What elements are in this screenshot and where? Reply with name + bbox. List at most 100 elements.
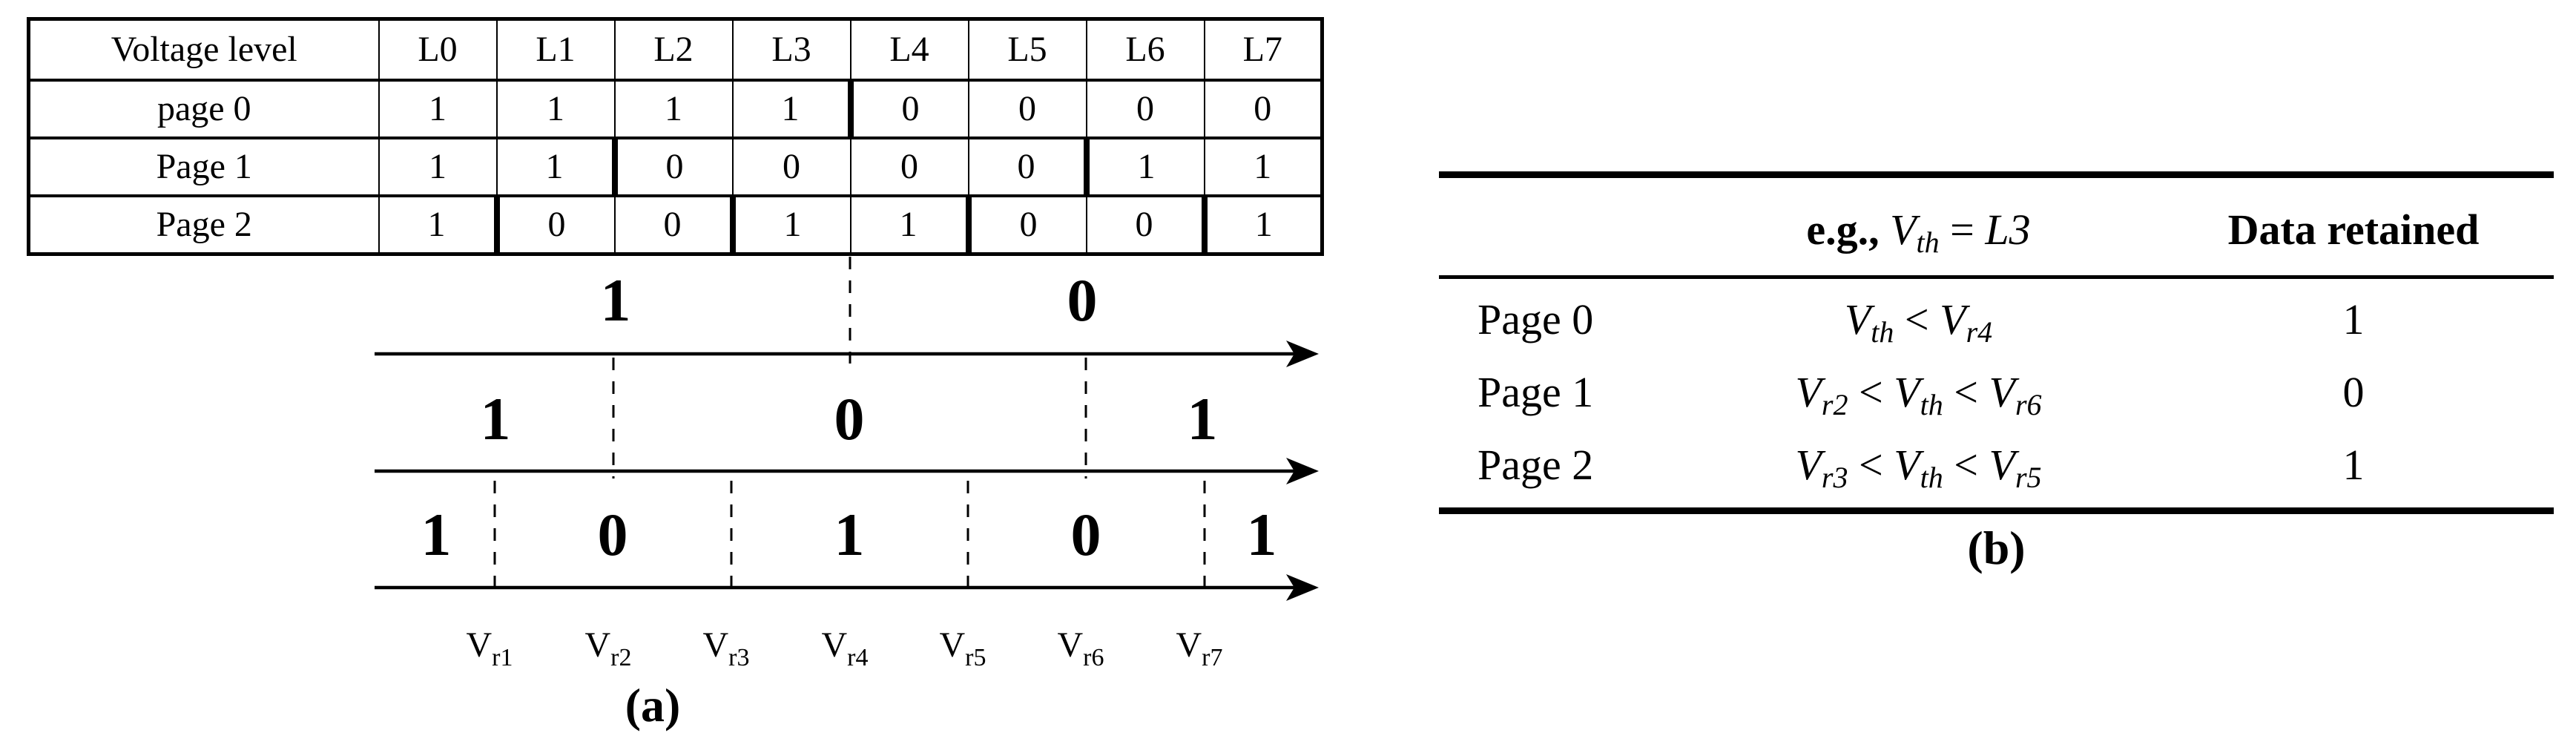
v-sub: th <box>1920 461 1943 495</box>
header-l1: L1 <box>495 17 616 82</box>
table-row-page2: Page 2 1 0 0 1 1 0 0 1 <box>27 194 1323 256</box>
panel-b-row-page1: Page 1 Vr2 < Vth < Vr6 0 <box>1439 356 2554 429</box>
bit-cell: 1 <box>495 79 616 139</box>
page-label: Page 1 <box>1478 368 1594 416</box>
panel-b-header-row: e.g., Vth = L3 Data retained <box>1439 184 2554 275</box>
page-label: Page 2 <box>1478 441 1594 489</box>
table-row-page1: Page 1 1 1 0 0 0 0 1 1 <box>27 137 1323 197</box>
panel-b-header-rule <box>1439 275 2554 279</box>
v-sub: r3 <box>1821 461 1848 495</box>
panel-b-row-page0: Page 0 Vth < Vr4 1 <box>1439 283 2554 356</box>
vr-sub: r2 <box>610 644 631 671</box>
bit-cell: 0 <box>1085 194 1205 256</box>
bit-cell: 0 <box>965 194 1087 256</box>
bit-cell: 0 <box>613 194 734 256</box>
equals-text: = <box>1939 205 1986 254</box>
header-l7: L7 <box>1203 17 1323 82</box>
vr-sub: r5 <box>965 644 986 671</box>
header-l2: L2 <box>613 17 734 82</box>
voltage-axes-diagram: 1 0 1 0 1 1 0 1 0 1 Vr1 Vr2 Vr3 Vr4 Vr5 … <box>375 257 1319 731</box>
bit-cell: 0 <box>849 137 969 197</box>
vr-base: V <box>1176 625 1202 665</box>
v-symbol: V <box>1844 295 1871 343</box>
lt-operator: < <box>1943 368 1989 416</box>
vr-sub: r3 <box>728 644 749 671</box>
vr-sub: r1 <box>492 644 513 671</box>
v-symbol: V <box>1989 368 2015 416</box>
v-sub: th <box>1871 315 1894 349</box>
vr-base: V <box>703 625 729 665</box>
bit-cell: 1 <box>1083 137 1205 197</box>
vr7-label: Vr7 <box>1176 625 1223 671</box>
vr-sub: r6 <box>1083 644 1104 671</box>
page2-axis-arrowhead <box>1286 574 1319 601</box>
page0-axis-arrowhead <box>1286 341 1319 367</box>
v-symbol: V <box>1989 441 2015 489</box>
vr-base: V <box>822 625 848 665</box>
lt-operator: < <box>1848 441 1894 489</box>
vr4-label: Vr4 <box>822 625 869 671</box>
vr6-label: Vr6 <box>1058 625 1104 671</box>
panel-b-bottom-rule <box>1439 507 2554 514</box>
bit-cell: 0 <box>967 79 1087 139</box>
vth-symbol: V <box>1890 205 1917 254</box>
lt-operator: < <box>1943 441 1989 489</box>
bit-cell: 1 <box>849 194 969 256</box>
bit-cell: 1 <box>731 79 851 139</box>
panel-b-top-rule <box>1439 171 2554 178</box>
page1-region-bit: 1 <box>1187 385 1218 453</box>
caption-b: (b) <box>1967 522 2026 574</box>
vr-sub: r7 <box>1202 644 1222 671</box>
row-label: page 0 <box>27 79 380 139</box>
condition-formula: Vth < Vr4 <box>1684 295 2153 347</box>
v-symbol: V <box>1894 441 1920 489</box>
vth-sub: th <box>1916 225 1940 259</box>
vr3-label: Vr3 <box>703 625 750 671</box>
bit-cell: 1 <box>378 194 498 256</box>
page1-region-bit: 1 <box>481 385 511 453</box>
vr-base: V <box>585 625 611 665</box>
page2-region-bit: 1 <box>1247 501 1277 568</box>
page0-region-bit: 0 <box>1067 266 1098 334</box>
header-l6: L6 <box>1085 17 1205 82</box>
page2-region-bit: 1 <box>834 501 865 568</box>
v-sub: th <box>1920 388 1943 422</box>
bit-cell: 1 <box>1203 137 1323 197</box>
header-l0: L0 <box>378 17 498 82</box>
vr-base: V <box>940 625 966 665</box>
v-sub: r2 <box>1821 388 1848 422</box>
vr-base: V <box>467 625 493 665</box>
bit-cell: 0 <box>1203 79 1323 139</box>
page2-region-bit: 0 <box>1071 501 1101 568</box>
header-voltage-level: Voltage level <box>27 17 380 82</box>
row-label: Page 1 <box>27 137 380 197</box>
table-row-page0: page 0 1 1 1 1 0 0 0 0 <box>27 79 1323 139</box>
retained-value: 1 <box>2342 441 2365 489</box>
page0-region-bit: 1 <box>601 266 631 334</box>
bit-cell: 0 <box>847 79 969 139</box>
panel-b-header-example: e.g., Vth = L3 <box>1684 205 2153 257</box>
page-label: Page 0 <box>1478 295 1594 343</box>
condition-formula: Vr2 < Vth < Vr6 <box>1684 368 2153 420</box>
page2-region-bit: 0 <box>598 501 628 568</box>
header-l4: L4 <box>849 17 969 82</box>
v-symbol: V <box>1795 368 1822 416</box>
bit-cell: 1 <box>495 137 616 197</box>
v-symbol: V <box>1940 295 1966 343</box>
bit-cell: 1 <box>613 79 734 139</box>
row-label: Page 2 <box>27 194 380 256</box>
condition-formula: Vr3 < Vth < Vr5 <box>1684 441 2153 493</box>
caption-a: (a) <box>625 679 681 731</box>
bit-cell: 0 <box>611 137 734 197</box>
bit-cell: 1 <box>378 79 498 139</box>
header-l3: L3 <box>731 17 851 82</box>
page1-axis-arrowhead <box>1286 458 1319 484</box>
bit-cell: 0 <box>1085 79 1205 139</box>
vr-base: V <box>1058 625 1084 665</box>
level-text: L3 <box>1985 205 2031 254</box>
vr-sub: r4 <box>847 644 868 671</box>
retained-value: 1 <box>2342 295 2365 343</box>
bit-cell: 1 <box>729 194 851 256</box>
bit-cell: 0 <box>493 194 616 256</box>
